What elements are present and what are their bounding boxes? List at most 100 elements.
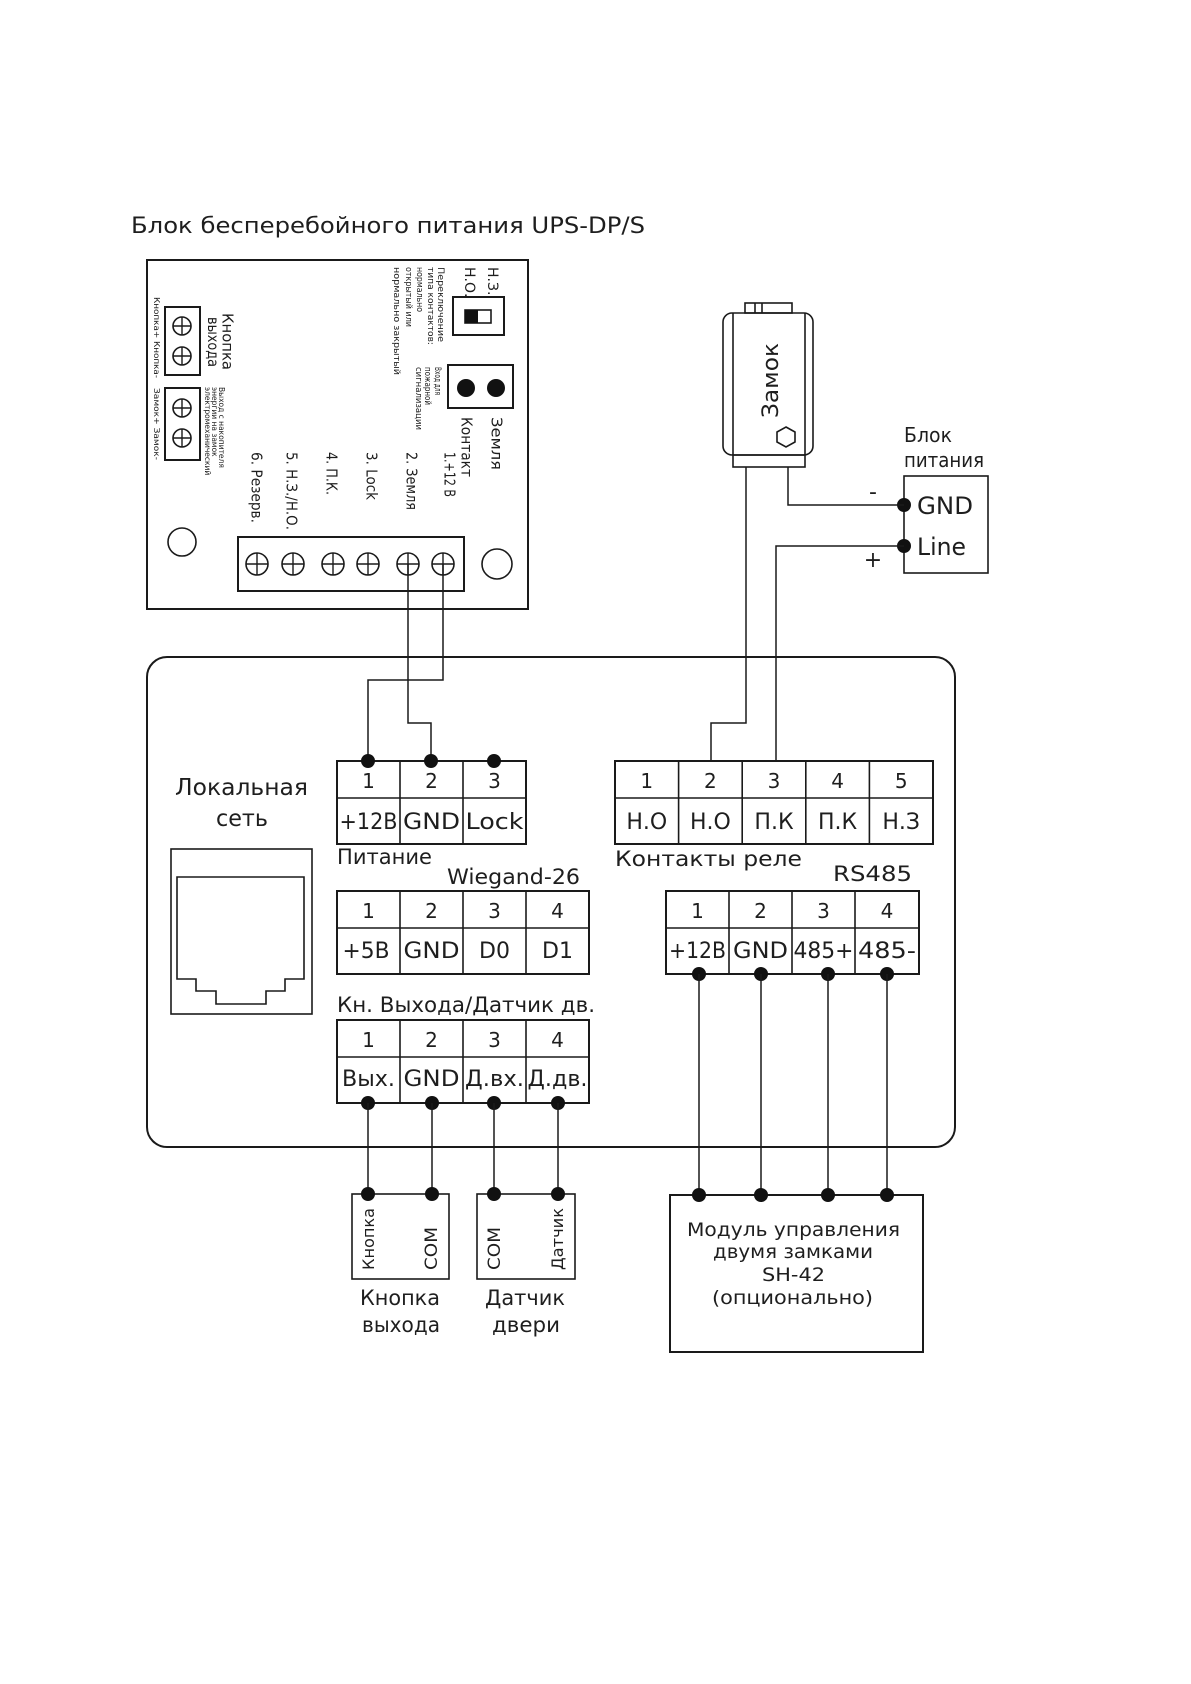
door-sensor-label-line1: Датчик: [485, 1286, 565, 1310]
pin-signal: Д.дв.: [528, 1067, 588, 1092]
lock-base: [732, 454, 806, 468]
ups-title: Блок бесперебойного питания UPS-DP/S: [131, 214, 645, 239]
exit-button-label-line2: выхода: [204, 317, 222, 367]
pin-signal: GND: [733, 939, 788, 964]
power-connector-label: Питание: [337, 845, 432, 869]
relay-connector-label: Контакты реле: [615, 847, 802, 871]
pin-number: 1: [362, 899, 375, 923]
pin-signal: 485+: [794, 939, 854, 964]
wiring: [367, 467, 904, 1195]
pin-signal: П.К: [818, 810, 858, 835]
pin-signal: Lock: [466, 810, 524, 835]
screw-terminal-icon: [281, 552, 305, 576]
pin-signal: Н.З: [882, 810, 920, 835]
terminal-dot: [361, 754, 375, 768]
terminal-dot: [424, 754, 438, 768]
pin-number: 2: [425, 1028, 438, 1052]
terminal-dot: [487, 754, 501, 768]
terminal-dot: [487, 1187, 501, 1201]
ups-terminal-label-1: 1.+12 В: [441, 452, 459, 497]
pin-signal: Вых.: [342, 1067, 395, 1092]
ups-terminal-label-5: 5. Н.З./Н.О.: [283, 452, 301, 530]
screw-terminal-icon: [172, 428, 192, 448]
pin-signal: Н.О: [690, 810, 731, 835]
terminal-dot: [551, 1187, 565, 1201]
pin-number: 3: [488, 769, 501, 793]
screw-terminal-icon: [172, 346, 192, 366]
screw-terminal-icon: [172, 316, 192, 336]
wire-ups-12v-to-power-pin1: [367, 564, 444, 761]
ups-terminal-label-6: 6. Резерв.: [248, 452, 266, 523]
rs485-connector-label: RS485: [833, 862, 912, 886]
pin-number: 1: [362, 769, 375, 793]
terminal-dot: [425, 1187, 439, 1201]
ups-terminal-label-2: 2. Земля: [403, 452, 421, 510]
sh42-module-box: [669, 1194, 924, 1353]
sh42-text-line3: SH-42: [762, 1264, 825, 1286]
power-supply-gnd-label: GND: [917, 492, 973, 520]
fire-input-pin-ground: [487, 379, 505, 397]
wire-ups-ground-to-power-pin2: [407, 564, 432, 761]
ups-board-outline: [146, 259, 529, 610]
screw-terminal-icon: [356, 552, 380, 576]
wire-psu-line-to-relay-pin3: [775, 545, 904, 761]
relay-connector: 1 2 3 4 5 Н.О Н.О П.К П.К Н.З Контакты р…: [614, 760, 934, 871]
exit-button-device: Кнопка COM Кнопка выхода: [351, 1187, 450, 1337]
lan-label-line2: сеть: [216, 806, 268, 832]
wire-lock-to-relay-pin2: [710, 467, 747, 761]
pin-signal: Д.вх.: [465, 1067, 524, 1092]
exit-button-pin-com: COM: [422, 1227, 442, 1270]
switch-note-line3: нормально: [414, 267, 424, 312]
pin-signal: GND: [404, 1067, 460, 1092]
exit-button-box: [351, 1193, 450, 1280]
fire-input-pin-label-contact: Контакт: [458, 417, 476, 477]
door-sensor-device: COM Датчик Датчик двери: [476, 1187, 576, 1337]
pin-signal: GND: [403, 810, 460, 835]
fire-input-note-line1: Вход для: [432, 367, 442, 395]
screw-terminal-icon: [172, 398, 192, 418]
terminal-dot: [692, 1188, 706, 1202]
pin-signal: D1: [542, 939, 573, 964]
pin-number: 4: [831, 769, 844, 793]
ups-main-terminal-block: [237, 536, 465, 592]
lan-label-line1: Локальная: [175, 775, 308, 801]
pin-number: 1: [362, 1028, 375, 1052]
pin-number: 3: [768, 769, 781, 793]
pin-number: 4: [881, 899, 894, 923]
lock-terminals-label: Замок+ Замок-: [152, 388, 161, 460]
polarity-minus-label: -: [869, 480, 877, 505]
lock-output-note-line1: Выход с накопителя: [217, 387, 226, 468]
pin-signal: D0: [479, 939, 510, 964]
pin-signal: 485-: [858, 939, 916, 964]
ups-board: Кнопка+ Кнопка- Замок+ Замок- Кнопка вых…: [146, 259, 529, 610]
pin-number: 4: [551, 899, 564, 923]
exit-button-label-line2: выхода: [362, 1313, 440, 1337]
exit-sensor-connector-label: Кн. Выхода/Датчик дв.: [337, 993, 595, 1017]
pin-number: 1: [691, 899, 704, 923]
power-supply-box: [903, 475, 989, 574]
sh42-text-line4: (опционально): [712, 1287, 873, 1309]
dip-switch-housing: [452, 296, 505, 336]
pin-signal: Н.О: [626, 810, 667, 835]
exit-button-pin-button: Кнопка: [359, 1208, 378, 1270]
pin-number: 3: [817, 899, 830, 923]
pin-number: 2: [425, 769, 438, 793]
fire-input-pin-label-ground: Земля: [488, 417, 506, 470]
door-sensor-pin-com: COM: [485, 1227, 505, 1270]
pin-number: 4: [551, 1028, 564, 1052]
fire-input-note-line2: пожарной: [422, 367, 432, 405]
exit-button-terminal-block: [164, 306, 201, 376]
wiegand-connector-label: Wiegand-26: [447, 865, 580, 889]
fire-input-note-line3: сигнализации: [413, 367, 423, 430]
pin-signal: GND: [404, 939, 460, 964]
power-supply-line-label: Line: [917, 533, 966, 561]
exit-button-label-line1: Кнопка: [360, 1286, 440, 1310]
door-sensor-label-line2: двери: [492, 1313, 560, 1337]
switch-label-no: Н.О.: [461, 267, 477, 297]
power-supply-title-line2: питания: [904, 448, 984, 472]
power-supply-title-line1: Блок: [904, 423, 952, 447]
polarity-plus-label: +: [864, 548, 882, 573]
mounting-hole-icon: [481, 548, 513, 580]
